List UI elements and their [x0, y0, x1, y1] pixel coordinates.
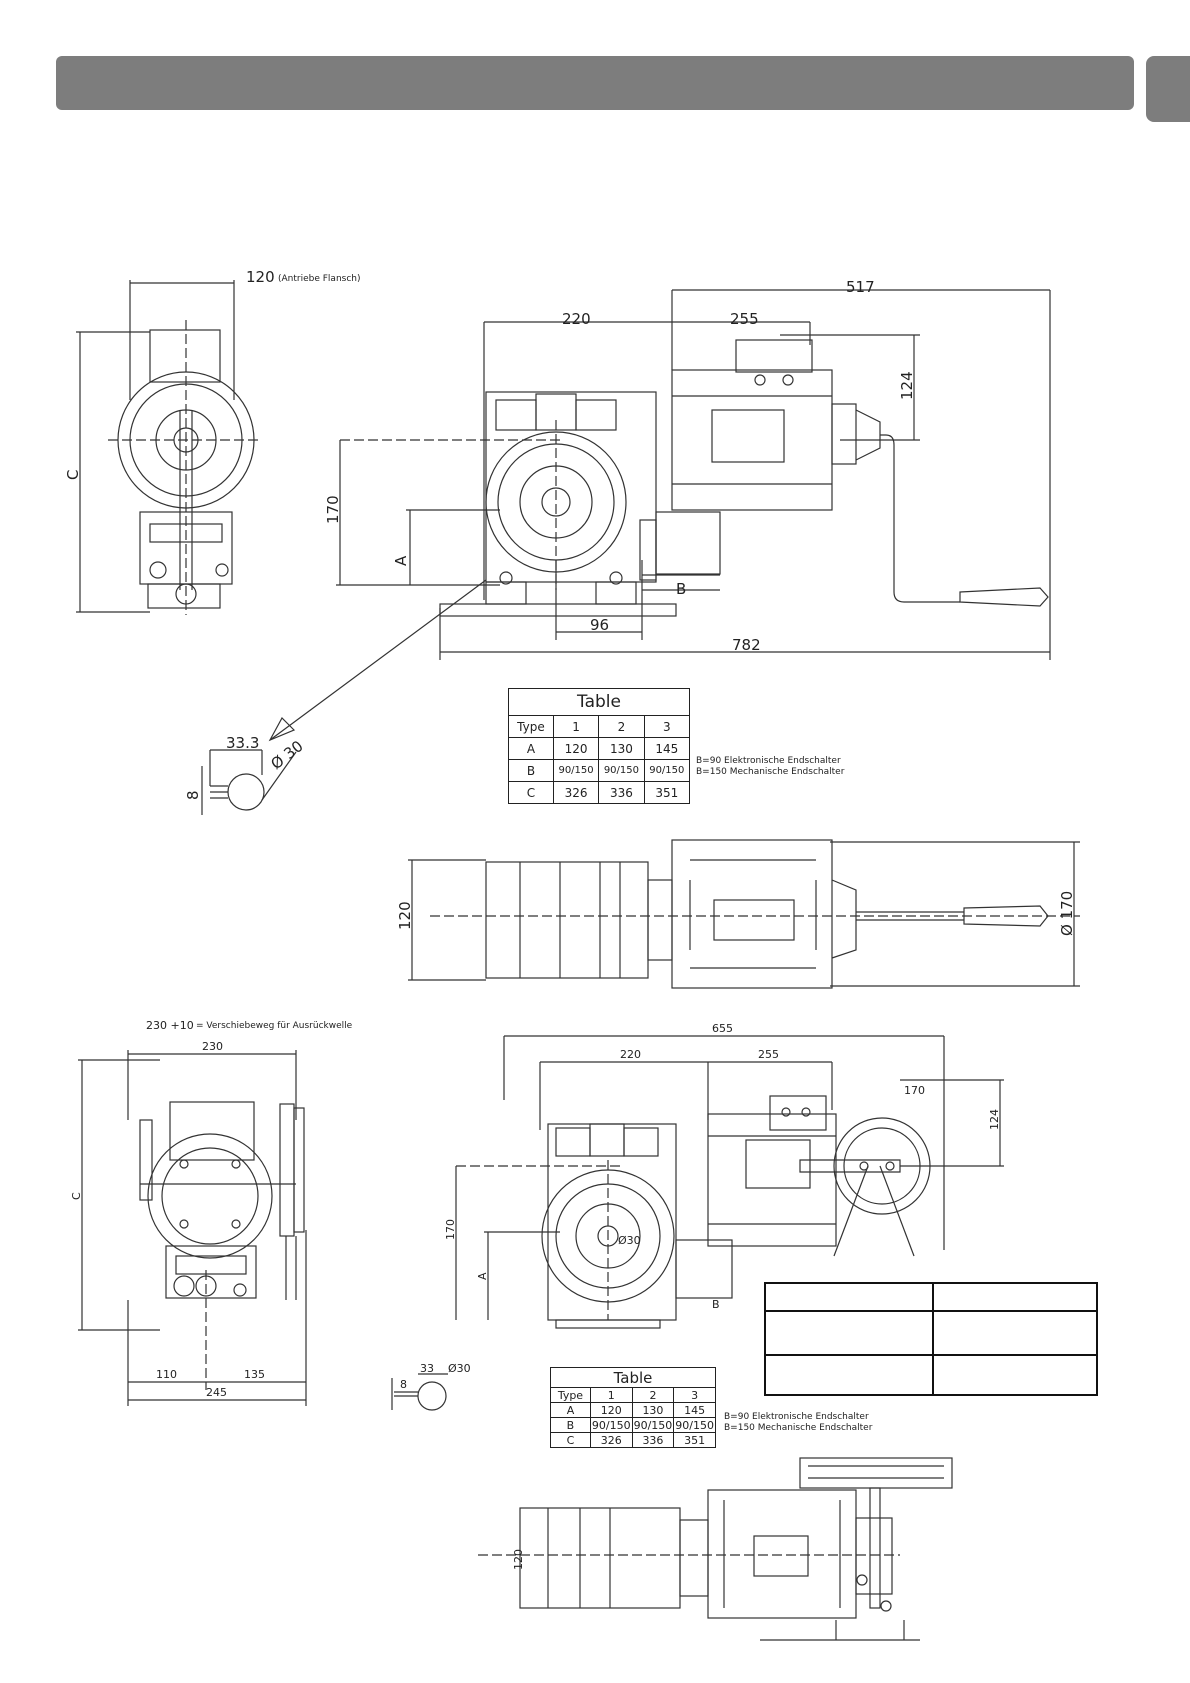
shaft2-diameter: Ø30 — [448, 1362, 471, 1375]
table2-cell: A — [550, 1402, 591, 1418]
dim-flange-value: 120 — [246, 268, 275, 286]
shaft1-diameter: Ø 30 — [267, 737, 306, 773]
table1-caption: Table — [508, 688, 690, 716]
table1-cell: 336 — [598, 781, 645, 804]
table1-cell: 90/150 — [598, 759, 645, 782]
table2-cell: 351 — [673, 1432, 716, 1448]
dim-124-lower: 124 — [988, 1109, 1001, 1130]
shaft2-length: 33 — [420, 1362, 434, 1375]
shaft1-length: 33.3 — [226, 734, 259, 752]
shaft1-key: 8 — [184, 790, 202, 800]
dim-245: 245 — [206, 1386, 227, 1399]
table1-header-2: 2 — [598, 715, 645, 738]
side-tab — [1146, 56, 1190, 122]
table2-note-2: B=150 Mechanische Endschalter — [724, 1423, 873, 1433]
table2-cell: 326 — [589, 1432, 633, 1448]
header-bar — [56, 56, 1134, 110]
table1-note-1: B=90 Elektronische Endschalter — [696, 756, 841, 766]
table2-cell: B — [550, 1417, 591, 1433]
table1-cell: 120 — [552, 737, 600, 760]
empty-grid-table — [764, 1282, 1098, 1396]
dim-255: 255 — [730, 310, 759, 328]
dimension-table-1: Table Type 1 2 3 A 120 130 145 B 90/150 … — [508, 688, 691, 804]
dim-782: 782 — [732, 636, 761, 654]
table2-header-1: 1 — [589, 1387, 633, 1403]
dim-517: 517 — [846, 278, 875, 296]
dim-120-bottom: 120 — [512, 1549, 525, 1570]
dim-b-1: B — [676, 580, 686, 598]
shaft2-key: 8 — [400, 1378, 407, 1391]
dim-220: 220 — [562, 310, 591, 328]
side-view-1 — [268, 289, 1051, 742]
dim-120-top: 120 — [396, 901, 414, 930]
dim-170-radius: 170 — [904, 1084, 925, 1097]
table1-cell: 130 — [598, 737, 645, 760]
dimension-table-2: Table Type 1 2 3 A 120 130 145 B 90/150 … — [550, 1367, 716, 1448]
dim-b-4: B — [712, 1298, 720, 1311]
table2-cell: 145 — [673, 1402, 716, 1418]
table2-cell: 90/150 — [673, 1417, 716, 1433]
table1-header-1: 1 — [552, 715, 600, 738]
offset-value: 230 +10 — [146, 1019, 194, 1032]
table2-header-2: 2 — [631, 1387, 675, 1403]
table2-note-1: B=90 Elektronische Endschalter — [724, 1412, 869, 1422]
dim-124: 124 — [898, 371, 916, 400]
table2-notes: B=90 Elektronische Endschalter B=150 Mec… — [724, 1412, 872, 1434]
dim-a-4: A — [476, 1272, 489, 1280]
table1-cell: 90/150 — [552, 759, 600, 782]
table2-caption: Table — [550, 1367, 716, 1388]
front-view-1 — [76, 280, 260, 615]
dim-a-1: A — [392, 555, 410, 566]
table1-cell: B — [508, 759, 554, 782]
table1-cell: 351 — [643, 781, 691, 804]
dim-220-lower: 220 — [620, 1048, 641, 1061]
table1-cell: C — [508, 781, 554, 804]
empty-grid-row-divider — [766, 1310, 1096, 1312]
front-view-3 — [78, 1050, 307, 1406]
dim-135: 135 — [244, 1368, 265, 1381]
table2-header-type: Type — [550, 1387, 591, 1403]
dim-96: 96 — [590, 616, 609, 634]
table2-cell: C — [550, 1432, 591, 1448]
dim-flange-label: (Antriebe Flansch) — [278, 274, 361, 284]
side-view-4 — [455, 1035, 1004, 1329]
table2-cell: 130 — [631, 1402, 675, 1418]
table2-cell: 90/150 — [589, 1417, 633, 1433]
dim-230: 230 — [202, 1040, 223, 1053]
table2-cell: 120 — [589, 1402, 633, 1418]
table1-header-type: Type — [508, 715, 554, 738]
dim-655: 655 — [712, 1022, 733, 1035]
table2-cell: 90/150 — [631, 1417, 675, 1433]
table1-notes: B=90 Elektronische Endschalter B=150 Mec… — [696, 756, 844, 778]
dim-255-lower: 255 — [758, 1048, 779, 1061]
dim-170: 170 — [324, 495, 342, 524]
table1-cell: 90/150 — [643, 759, 691, 782]
table1-cell: A — [508, 737, 554, 760]
dim-170-lower: 170 — [444, 1219, 457, 1240]
dim-c-3: C — [70, 1192, 83, 1200]
table2-cell: 336 — [631, 1432, 675, 1448]
table1-cell: 145 — [643, 737, 691, 760]
shaft-detail-1 — [201, 749, 297, 815]
top-view-2 — [408, 839, 1080, 989]
dim-dia-30: Ø30 — [618, 1234, 641, 1247]
dim-dia-170: Ø 170 — [1058, 891, 1076, 936]
empty-grid-col-divider — [932, 1284, 934, 1394]
shaft-detail-2 — [391, 1373, 448, 1411]
table1-cell: 326 — [552, 781, 600, 804]
top-view-5 — [478, 1457, 953, 1641]
offset-label: = Verschiebeweg für Ausrückwelle — [196, 1021, 353, 1031]
dim-c-1: C — [64, 470, 82, 480]
table2-header-3: 3 — [673, 1387, 716, 1403]
table1-header-3: 3 — [643, 715, 691, 738]
empty-grid-row-divider — [766, 1354, 1096, 1356]
table1-note-2: B=150 Mechanische Endschalter — [696, 767, 845, 777]
dim-110: 110 — [156, 1368, 177, 1381]
